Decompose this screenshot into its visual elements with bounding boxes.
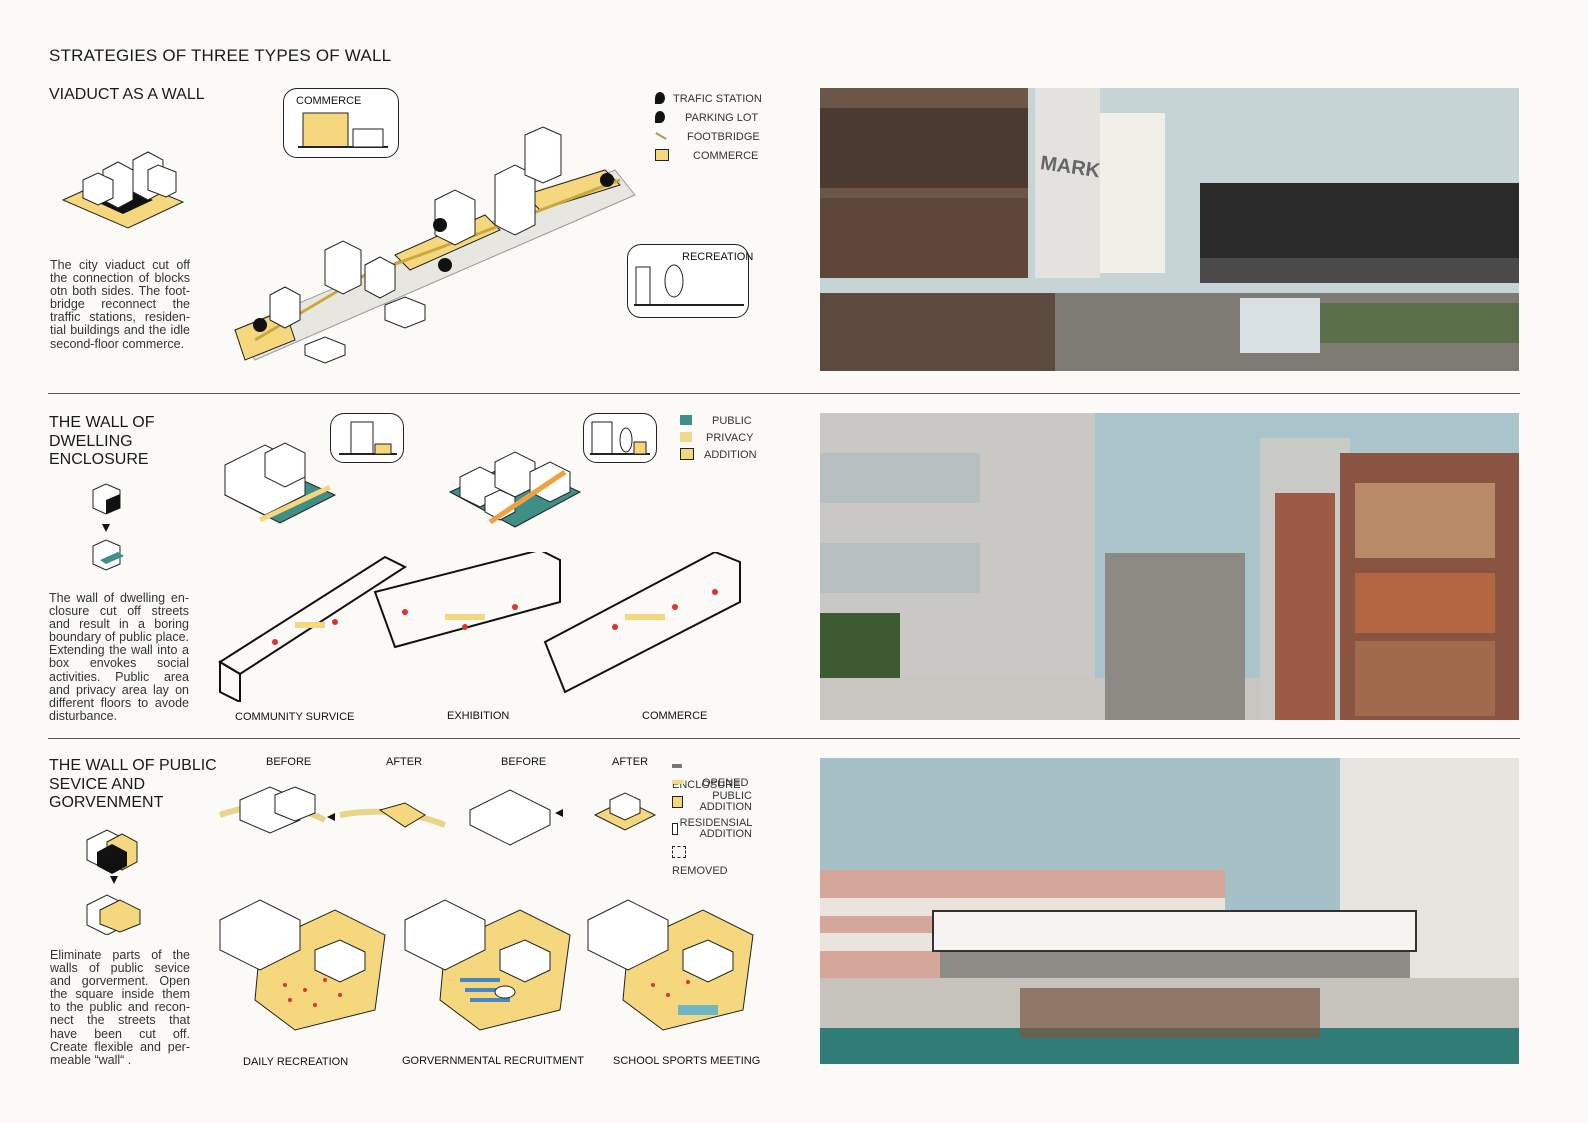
section-3-heading: THE WALL OF PUBLIC SEVICE AND GORVENMENT	[49, 757, 217, 811]
section-1-legend: TRAFIC STATION PARKING LOT FOOTBRIDGE CO…	[655, 89, 775, 165]
privacy-swatch-icon	[680, 431, 692, 442]
label-exhibition: EXHIBITION	[447, 710, 510, 722]
label-gorvernmental-recruitment: GORVERNMENTAL RECRUITMENT	[402, 1055, 584, 1067]
dwelling-iso-after	[448, 451, 582, 528]
label-daily-recreation: DAILY RECREATION	[243, 1056, 349, 1068]
opened-swatch-icon	[672, 779, 684, 784]
section-divider-1	[48, 393, 1520, 394]
legend-item-commerce: COMMERCE	[655, 146, 775, 165]
section-3-legend: ENCLOSURE OPENED PUBLIC ADDITION RESIDEN…	[672, 757, 752, 877]
removed-icon	[672, 845, 686, 858]
viaduct-collage-image: MARKET	[820, 88, 1519, 371]
stage-label-before-1: BEFORE	[266, 756, 312, 768]
commerce-callout: COMMERCE	[283, 88, 399, 158]
commerce-callout-label: COMMERCE	[296, 95, 362, 107]
stage-label-before-2: BEFORE	[501, 756, 547, 768]
legend-item-addition: ADDITION	[680, 445, 770, 462]
enclosure-swatch-icon	[672, 763, 682, 768]
legend-item-privacy: PRIVACY	[680, 428, 770, 445]
section-2-heading: THE WALL OF DWELLING ENCLOSURE	[49, 414, 155, 468]
parking-pin-icon	[655, 110, 665, 123]
commerce-section-sketch	[298, 112, 388, 148]
legend-item-opened: OPENED	[672, 773, 752, 789]
dwelling-iso-before	[223, 442, 337, 524]
stage-label-after-2: AFTER	[612, 756, 649, 768]
dwelling-callout-2	[583, 413, 657, 463]
dwelling-box-icon	[92, 483, 124, 571]
stage-label-after-1: AFTER	[386, 756, 423, 768]
commerce-box-icon	[655, 148, 669, 161]
section-1-description: The city viaduct cut off the connection …	[50, 258, 190, 351]
dwelling-box-strips	[218, 552, 741, 702]
dwelling-collage-image	[820, 413, 1519, 720]
label-community-survice: COMMUNITY SURVICE	[235, 711, 355, 723]
recreation-callout-label: RECREATION	[682, 251, 754, 263]
residential-addition-icon	[672, 823, 678, 835]
legend-item-public-addition: PUBLIC ADDITION	[672, 789, 752, 815]
addition-swatch-icon	[680, 447, 694, 460]
label-school-sports-meeting: SCHOOL SPORTS MEETING	[613, 1055, 761, 1067]
legend-item-removed: REMOVED	[672, 843, 752, 877]
section-3-description: Eliminate parts of the walls of public s…	[50, 948, 190, 1067]
legend-item-residensial-addition: RESIDENSIAL ADDITION	[672, 815, 752, 843]
section-1-heading: VIADUCT AS A WALL	[49, 86, 205, 103]
public-service-collage-image	[820, 758, 1519, 1064]
legend-item-enclosure: ENCLOSURE	[672, 757, 752, 791]
legend-item-footbridge: FOOTBRIDGE	[655, 127, 775, 146]
recreation-section-sketch	[634, 264, 744, 306]
dwelling-section-sketch-1	[339, 421, 397, 455]
label-commerce-box: COMMERCE	[642, 710, 708, 722]
before-after-diagrams	[218, 786, 657, 846]
viaduct-block-icon	[61, 151, 185, 229]
public-service-block-icon	[86, 829, 141, 935]
legend-item-parking-lot: PARKING LOT	[655, 108, 775, 127]
station-pin-icon	[655, 91, 665, 104]
section-2-description: The wall of dwelling en-closure cut off …	[49, 591, 189, 723]
square-scenario-diagrams	[219, 899, 754, 1031]
viaduct-isometric-diagram	[234, 126, 636, 364]
legend-item-trafic-station: TRAFIC STATION	[655, 89, 775, 108]
section-divider-2	[48, 738, 1520, 739]
public-swatch-icon	[680, 414, 692, 425]
public-addition-icon	[672, 796, 684, 808]
dwelling-callout-1	[330, 413, 404, 463]
recreation-callout: RECREATION	[627, 244, 753, 318]
section-2-legend: PUBLIC PRIVACY ADDITION	[680, 411, 770, 462]
dwelling-section-sketch-2	[590, 421, 650, 455]
legend-item-public: PUBLIC	[680, 411, 770, 428]
footbridge-line-icon	[655, 131, 667, 140]
page-title: STRATEGIES OF THREE TYPES OF WALL	[49, 46, 392, 65]
